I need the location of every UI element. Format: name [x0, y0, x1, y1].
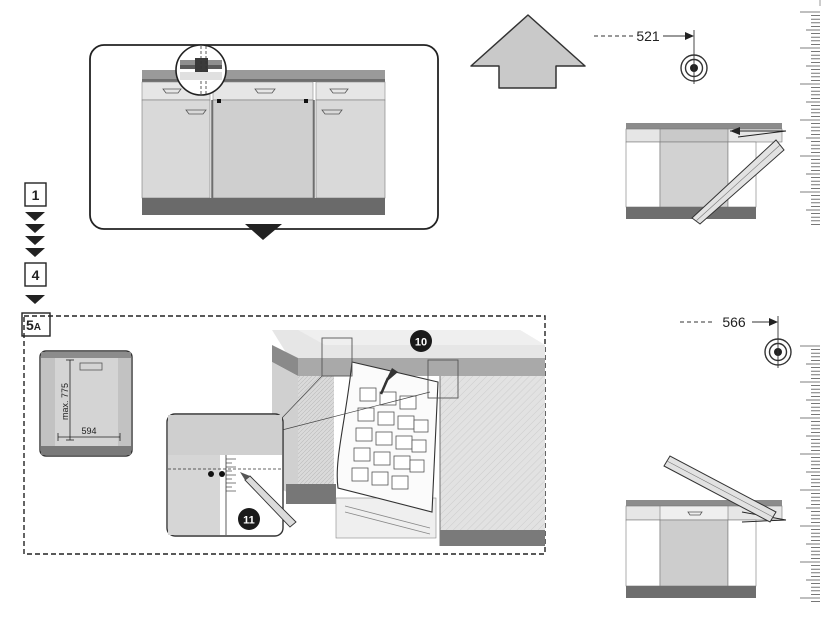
template-perspective-drawing: 10 [272, 330, 545, 546]
pencil-icon [691, 139, 785, 225]
step-5-suffix: A [34, 322, 41, 333]
target-mark-icon [680, 30, 708, 84]
step-sequence: 1 4 5A [21, 182, 51, 337]
svg-text:5A: 5A [26, 317, 41, 333]
step-4-label: 4 [32, 267, 40, 283]
arrow-down-icon [245, 224, 282, 240]
mark-566-label: 566 [722, 314, 746, 330]
pencil-icon [240, 472, 297, 528]
bottom-height-mark-detail: 566 [625, 314, 792, 598]
max-height-label: max. 775 [60, 383, 70, 420]
niche-dimension-drawing: max. 775 594 [39, 350, 133, 457]
step-5-number: 5 [26, 317, 34, 333]
pencil-icon [663, 455, 777, 523]
width-label: 594 [81, 426, 96, 436]
top-height-mark-detail: 521 [594, 28, 787, 225]
step-1-label: 1 [32, 187, 40, 203]
measuring-ruler-top [797, 11, 823, 226]
callout-11: 11 [243, 515, 255, 527]
callout-10: 10 [415, 337, 427, 349]
target-mark-icon [764, 316, 792, 368]
corner-zoom-detail: 11 [166, 413, 297, 537]
top-cabinet-panel [89, 44, 439, 230]
mark-521-label: 521 [636, 28, 660, 44]
measuring-ruler-bottom [797, 345, 823, 602]
up-arrow-icon [470, 14, 586, 89]
